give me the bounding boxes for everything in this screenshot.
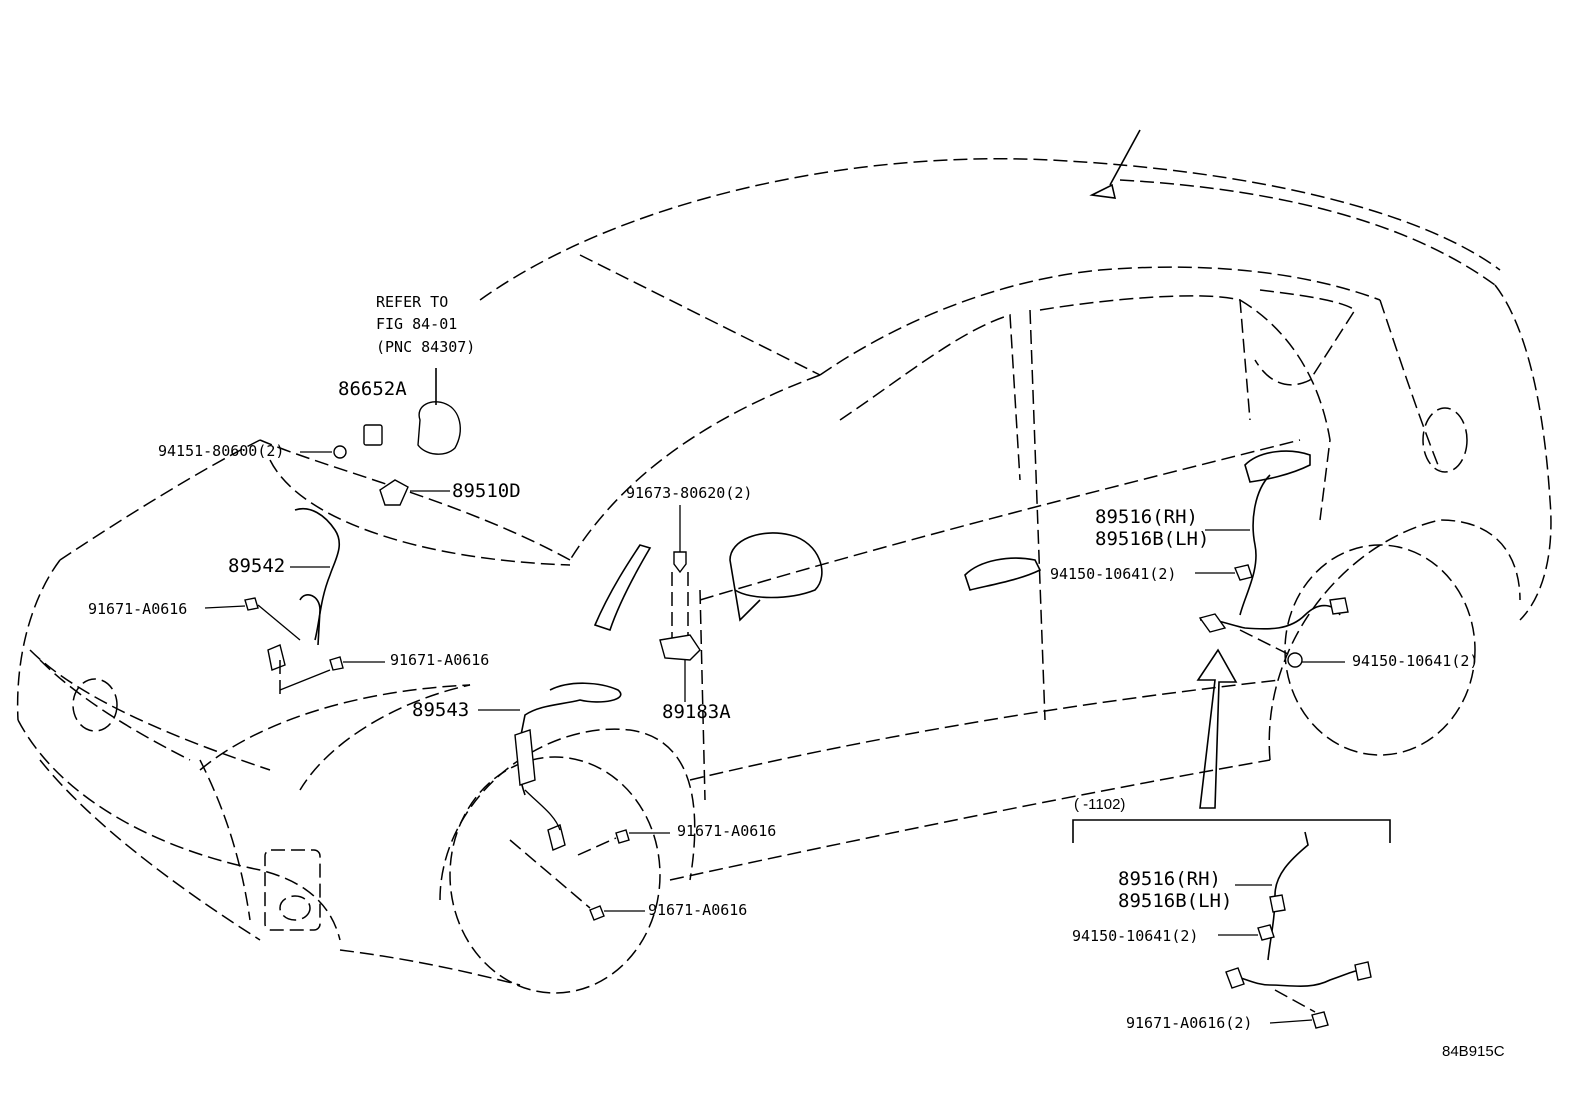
label-86652a: 86652A — [338, 378, 407, 400]
label-94150-10641-b: 94150-10641(2) — [1352, 652, 1479, 670]
inset-label-89516-rh: 89516(RH) — [1118, 868, 1221, 890]
label-91671-a0616-a: 91671-A0616 — [88, 600, 188, 618]
part-94150-nut-b — [1239, 629, 1345, 668]
refer-line-1: REFER TO — [376, 293, 449, 311]
label-89516-rh: 89516(RH) — [1095, 506, 1198, 528]
label-91671-a0616-b: 91671-A0616 — [390, 651, 490, 669]
part-94151-80600-nut — [300, 445, 347, 459]
refer-line-2: FIG 84-01 — [376, 315, 458, 333]
part-89516-rear-wire — [1198, 474, 1349, 633]
label-89516b-lh: 89516B(LH) — [1095, 528, 1210, 550]
label-94151-80600: 94151-80600(2) — [158, 442, 285, 460]
part-86652a-connector — [363, 424, 383, 446]
label-89542: 89542 — [228, 555, 286, 577]
label-91673-80620: 91673-80620(2) — [626, 484, 753, 502]
inset-91671-bolt — [1269, 989, 1329, 1029]
part-89543-wire — [478, 682, 622, 851]
inset-label-89516b-lh: 89516B(LH) — [1118, 890, 1233, 912]
part-89542-wire — [267, 508, 340, 671]
arrow-to-inset — [1196, 648, 1238, 809]
inset-label-94150-10641: 94150-10641(2) — [1072, 927, 1199, 945]
part-horn-84307 — [417, 368, 461, 455]
part-91671-bolt-b — [279, 656, 385, 695]
inset-range-label: ( -1102) — [1074, 796, 1126, 813]
part-89510d-sensor — [379, 479, 450, 506]
part-89183a-bracket — [659, 634, 701, 702]
inset-label-91671-a0616: 91671-A0616(2) — [1126, 1014, 1253, 1032]
label-89543: 89543 — [412, 699, 470, 721]
label-89510d: 89510D — [452, 480, 521, 502]
refer-line-3: (PNC 84307) — [376, 338, 476, 356]
figure-code: 84B915C — [1442, 1043, 1505, 1060]
label-91671-a0616-d: 91671-A0616 — [648, 901, 748, 919]
part-91671-bolt-d — [509, 839, 645, 921]
part-91673-80620-bolt — [671, 505, 689, 640]
inset-89516-wire — [1225, 831, 1372, 989]
mirror-and-handles — [593, 450, 1311, 632]
label-89183a: 89183A — [662, 701, 731, 723]
label-91671-a0616-c: 91671-A0616 — [677, 822, 777, 840]
part-94150-nut-a — [1195, 564, 1253, 581]
label-94150-10641-a: 94150-10641(2) — [1050, 565, 1177, 583]
inset-frame — [1072, 819, 1391, 843]
inset-94150-nut — [1218, 924, 1275, 941]
part-91671-bolt-a — [204, 597, 301, 641]
part-91671-bolt-c — [577, 829, 670, 856]
